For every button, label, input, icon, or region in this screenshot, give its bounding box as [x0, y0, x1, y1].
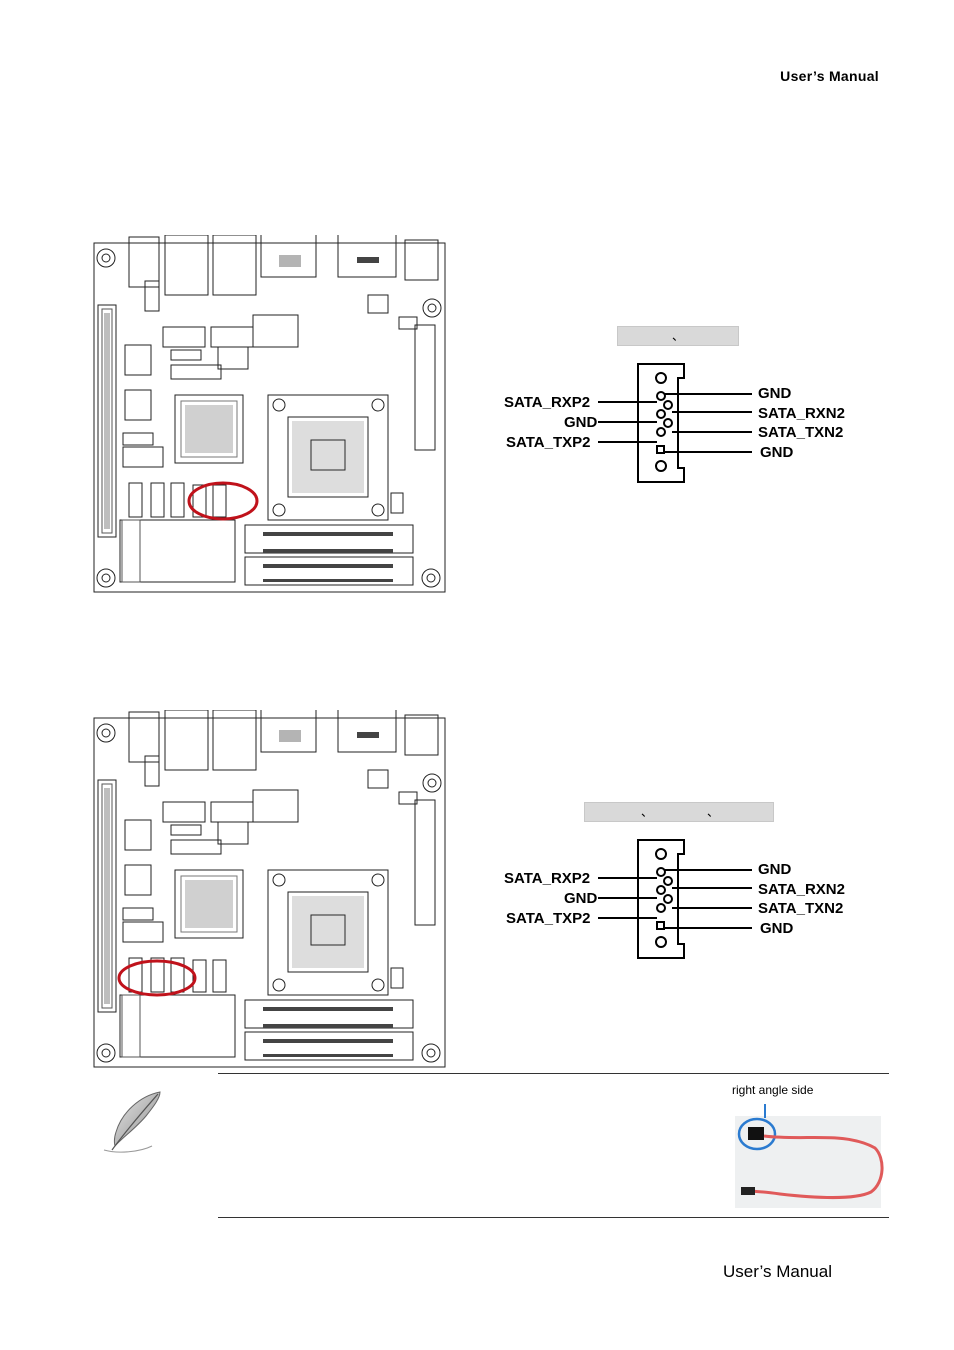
pin-label-right: SATA_TXN2 [758, 424, 844, 441]
highlight-ring [187, 481, 259, 521]
footer-title: User’s Manual [723, 1262, 832, 1281]
note-top-rule [218, 1073, 889, 1074]
header-title: User’s Manual [780, 68, 879, 84]
pin-label-right: GND [760, 920, 794, 937]
motherboard-drawing [93, 235, 446, 593]
connector-caption: 、 [617, 326, 739, 346]
sata-connector-drawing [598, 839, 752, 959]
pin-label-left: SATA_TXP2 [506, 910, 591, 927]
cable-label: right angle side [732, 1083, 814, 1097]
pin-label-right: SATA_RXN2 [758, 405, 845, 422]
motherboard-drawing [93, 710, 446, 1068]
pin-label-left: SATA_TXP2 [506, 434, 591, 451]
pin-label-right: GND [760, 444, 794, 461]
caption-text: 、 [707, 805, 720, 819]
sata-pinout-1: SATA_RXP2 GND SATA_TXP2 GND SATA_RXN2 SA… [500, 360, 860, 483]
motherboard-diagram-2 [93, 710, 446, 1068]
connector-caption: 、 、 [584, 802, 774, 822]
highlight-ring [117, 959, 197, 997]
note-bottom-rule [218, 1217, 889, 1218]
sata-connector-drawing [598, 363, 752, 483]
motherboard-diagram-1 [93, 235, 446, 593]
pin-label-right: SATA_RXN2 [758, 881, 845, 898]
sata-cable-photo [735, 1096, 885, 1208]
caption-text: 、 [641, 805, 654, 819]
pin-label-right: SATA_TXN2 [758, 900, 844, 917]
pin-label-left: SATA_RXP2 [504, 394, 591, 411]
caption-text: 、 [671, 329, 684, 343]
pin-label-left: GND [564, 414, 598, 431]
sata-pinout-2: SATA_RXP2 GND SATA_TXP2 GND SATA_RXN2 SA… [500, 836, 860, 959]
pin-label-right: GND [758, 385, 792, 402]
pin-label-left: SATA_RXP2 [504, 870, 591, 887]
feather-quill-icon [100, 1088, 170, 1156]
pin-label-right: GND [758, 861, 792, 878]
pin-label-left: GND [564, 890, 598, 907]
